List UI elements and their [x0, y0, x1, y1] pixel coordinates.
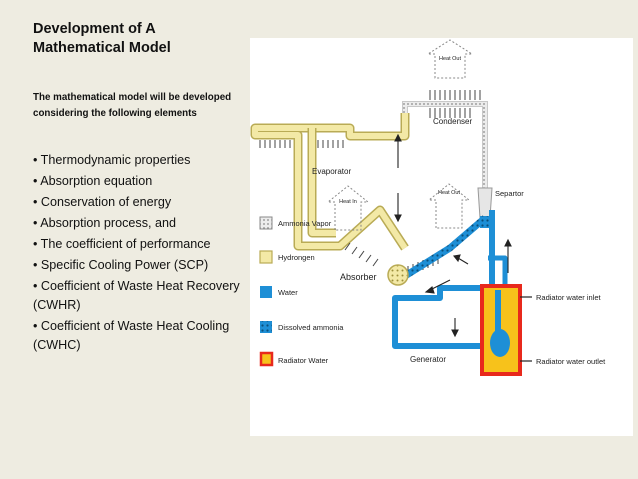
legend-label: Radiator Water [278, 356, 329, 365]
list-item: • Thermodynamic properties [33, 153, 191, 167]
radiator-inlet-label: Radiator water inlet [536, 293, 602, 302]
legend-swatch-hydrogen [259, 250, 273, 264]
radiator-outlet-label: Radiator water outlet [536, 357, 606, 366]
list-item: • Conservation of energy [33, 195, 172, 209]
list-item: • The coefficient of performance [33, 237, 211, 251]
list-item: • Coefficient of Waste Heat Cooling (CWH… [33, 319, 230, 352]
intro-text: The mathematical model will be developed… [33, 92, 232, 119]
legend: Ammonia Vapor Hydrongen Water Dissolved … [259, 216, 344, 367]
heat-out-top-arrow: Heat Out [426, 39, 474, 79]
hydrogen-tube [250, 113, 410, 251]
element-list: • Thermodynamic properties • Absorption … [33, 151, 245, 357]
radiator-lines [520, 296, 532, 362]
legend-swatch-water [260, 286, 272, 298]
legend-swatch-vapor [259, 216, 273, 230]
list-item: • Absorption equation [33, 174, 153, 188]
evaporator-label: Evaporator [312, 167, 351, 176]
evaporator-fins [259, 140, 344, 148]
legend-swatch-dissolved [260, 321, 272, 333]
generator-vessel [490, 329, 510, 357]
list-item: • Absorption process, and [33, 216, 177, 230]
generator-label: Generator [410, 355, 446, 364]
diagram-svg: Heat Out Condenser Evaporator Heat In [250, 39, 606, 376]
heat-in-arrow: Heat In [326, 185, 370, 231]
list-item: • Specific Cooling Power (SCP) [33, 258, 209, 272]
heat-in-label: Heat In [339, 199, 357, 205]
slide-title-line1: Development of A [33, 21, 156, 37]
flow-arrows [394, 133, 512, 338]
list-item: • Coefficient of Waste Heat Recovery (CW… [33, 279, 240, 312]
condenser-fins [429, 90, 481, 118]
slide-title: Development of A Mathematical Model [33, 20, 233, 58]
heat-out-mid-arrow: Heat Out [427, 183, 471, 229]
absorption-refrigerator-diagram: Heat Out Condenser Evaporator Heat In [250, 38, 633, 436]
absorber-vessel [387, 264, 409, 286]
heat-out-top-label: Heat Out [439, 56, 461, 62]
legend-swatch-radiator [259, 351, 274, 367]
slide-title-line2: Mathematical Model [33, 40, 171, 56]
legend-label: Ammonia Vapor [278, 219, 332, 228]
legend-label: Hydrongen [278, 253, 315, 262]
heat-out-mid-label: Heat Out [438, 190, 460, 196]
absorber-label: Absorber [340, 272, 377, 282]
legend-label: Water [278, 288, 298, 297]
legend-label: Dissolved ammonia [278, 323, 344, 332]
condenser-label: Condenser [433, 117, 472, 126]
separator-label: Separtor [495, 189, 524, 198]
